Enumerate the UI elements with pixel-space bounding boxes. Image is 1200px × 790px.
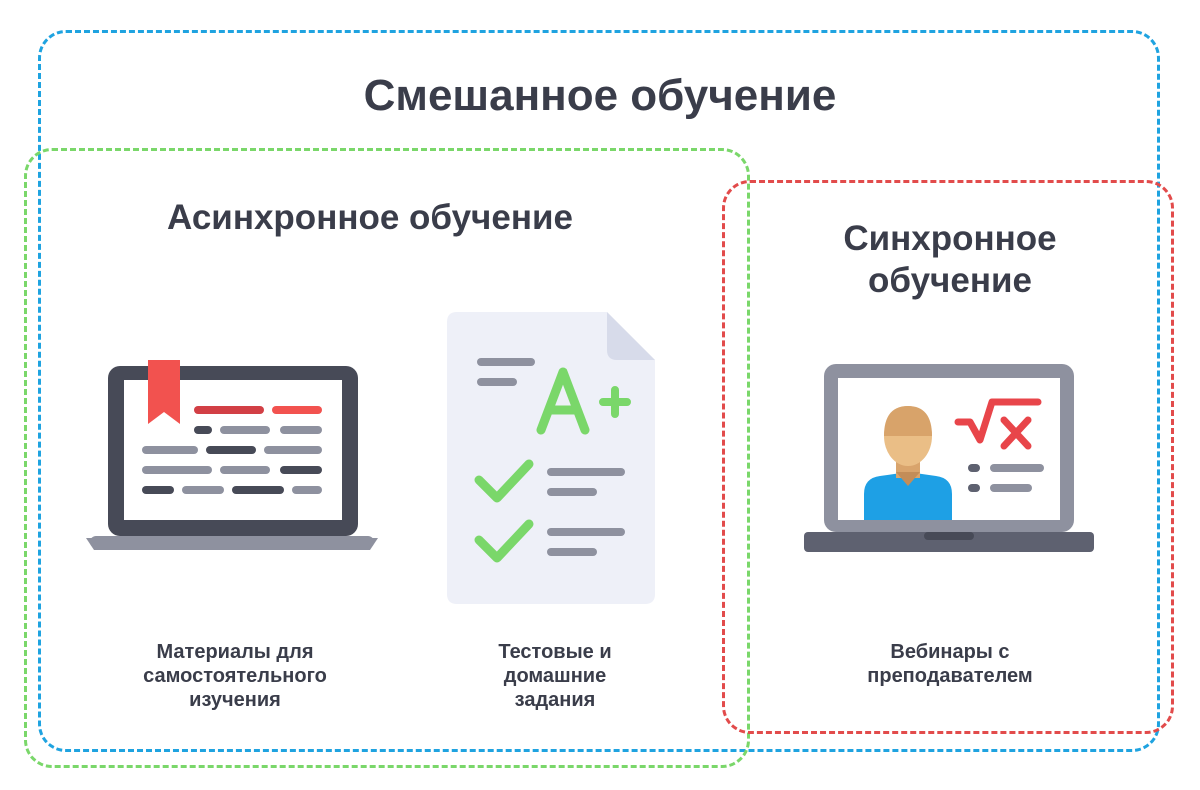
- caption-line: домашние: [503, 665, 607, 687]
- caption-line: преподавателем: [867, 665, 1033, 687]
- laptop-book-icon: [86, 360, 378, 550]
- caption-line: изучения: [189, 689, 281, 711]
- tests-caption: Тестовые и домашние задания: [460, 640, 650, 712]
- sync-learning-frame: [722, 180, 1174, 734]
- caption-line: задания: [514, 689, 596, 711]
- sync-learning-title: Синхронное обучение: [800, 218, 1100, 302]
- webinars-caption: Вебинары с преподавателем: [830, 640, 1070, 688]
- caption-line: Тестовые и: [498, 641, 612, 663]
- caption-line: Вебинары с: [890, 641, 1010, 663]
- caption-line: самостоятельного: [143, 665, 327, 687]
- caption-line: Материалы для: [156, 641, 314, 663]
- async-learning-frame: [24, 148, 750, 768]
- materials-caption: Материалы для самостоятельного изучения: [110, 640, 360, 712]
- graded-test-icon: [447, 312, 655, 604]
- sync-title-line: Синхронное: [843, 219, 1057, 258]
- async-learning-title: Асинхронное обучение: [167, 198, 573, 237]
- blended-learning-frame: [38, 30, 1160, 752]
- sync-title-line: обучение: [868, 261, 1032, 300]
- webinar-laptop-icon: [804, 364, 1094, 552]
- blended-learning-title: Смешанное обучение: [363, 71, 837, 120]
